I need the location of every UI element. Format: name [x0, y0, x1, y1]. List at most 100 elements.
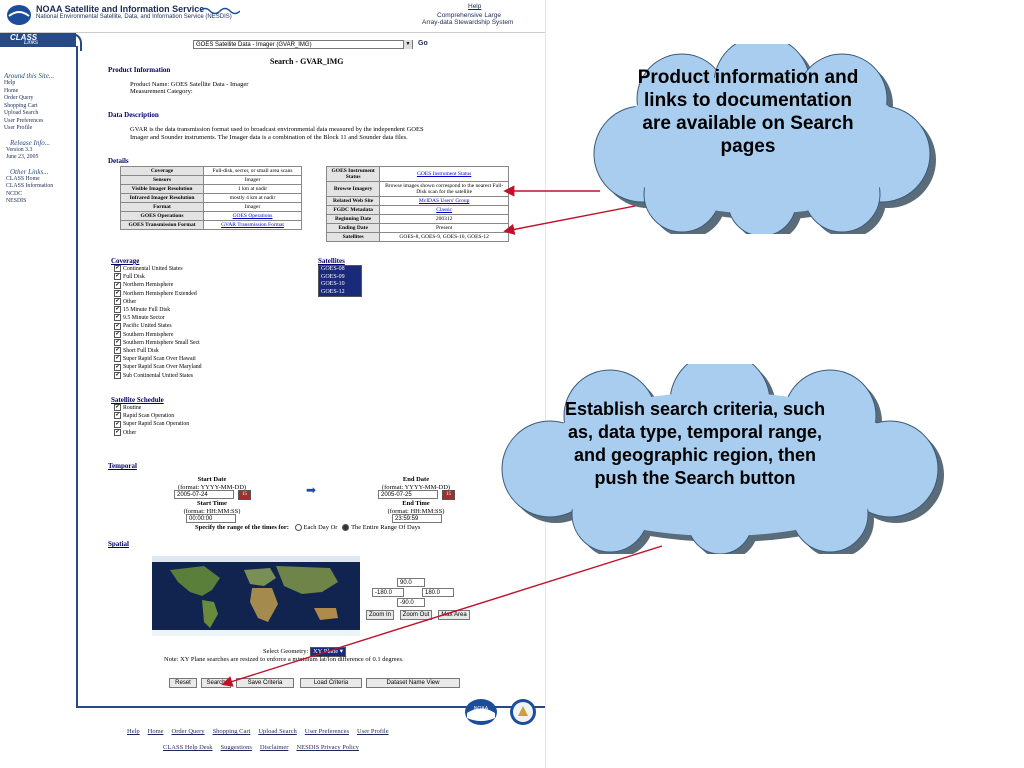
footer-link[interactable]: NESDIS Privacy Policy: [296, 744, 359, 751]
start-calendar-icon[interactable]: 15: [238, 490, 251, 500]
footer-link[interactable]: User Preferences: [304, 728, 349, 735]
schedule-checkbox[interactable]: ✔: [114, 404, 121, 412]
satellite-option[interactable]: GOES-09: [319, 273, 361, 281]
end-date-label: End Date: [402, 476, 430, 483]
sidebar-link-6[interactable]: User Profile: [4, 125, 33, 132]
details-label: Infrared Imager Resolution: [119, 193, 205, 203]
footer-link[interactable]: Shopping Cart: [212, 728, 251, 735]
south-input[interactable]: -90.0: [397, 598, 425, 607]
end-date-input[interactable]: 2005-07-25: [378, 490, 438, 499]
load-criteria-button[interactable]: Load Criteria: [300, 678, 362, 688]
start-time-label: Start Time: [197, 500, 227, 507]
satellite-option[interactable]: GOES-08: [319, 266, 361, 274]
start-date-label: Start Date: [197, 476, 227, 483]
satellite-option[interactable]: GOES-12: [319, 288, 361, 296]
start-date-block: Start Date (format: YYYY-MM-DD): [174, 476, 250, 492]
north-input[interactable]: 90.0: [397, 578, 425, 587]
commerce-seal-icon: [510, 699, 536, 725]
each-day-radio[interactable]: [294, 524, 302, 532]
details-link[interactable]: GOES Instrument Status: [379, 166, 509, 182]
footer-link[interactable]: Help: [127, 728, 140, 735]
sidebar-link-1[interactable]: Home: [4, 87, 19, 94]
footer-link[interactable]: Disclaimer: [259, 744, 289, 751]
sidebar-link-5[interactable]: User Preferences: [4, 117, 44, 124]
save-criteria-button[interactable]: Save Criteria: [236, 678, 294, 688]
satellite-option[interactable]: GOES-10: [319, 281, 361, 289]
coverage-checkbox[interactable]: ✔: [114, 265, 121, 273]
coverage-checkbox[interactable]: ✔: [114, 314, 121, 322]
search-button[interactable]: Search: [201, 678, 231, 688]
dataset-select-value: GOES Satellite Data - Imager (GVAR_IMG): [196, 42, 312, 48]
schedule-label: Other: [123, 429, 137, 436]
schedule-checkbox[interactable]: ✔: [114, 428, 121, 436]
sidebar-link-1[interactable]: CLASS Information: [6, 183, 54, 190]
callout-cloud-bottom: [501, 364, 944, 554]
class-label: CLASS: [10, 33, 38, 42]
zoom-out-button[interactable]: Zoom Out: [400, 610, 432, 620]
start-time-format: (format: HH:MM:SS): [183, 507, 241, 515]
dataset-name-view-button[interactable]: Dataset Name View: [366, 678, 460, 688]
details-link[interactable]: McIDAS Users' Group: [379, 196, 509, 206]
reset-button[interactable]: Reset: [169, 678, 197, 688]
end-time-format: (format: HH:MM:SS): [387, 507, 445, 515]
end-calendar-icon[interactable]: 15: [442, 490, 455, 500]
coverage-checkbox[interactable]: ✔: [114, 371, 121, 379]
coverage-checkbox[interactable]: ✔: [114, 363, 121, 371]
coverage-label: 15 Minute Full Disk: [123, 307, 171, 314]
schedule-item: ✔Routine: [114, 404, 189, 412]
coverage-checkbox[interactable]: ✔: [114, 347, 121, 355]
footer-link[interactable]: User Profile: [356, 728, 389, 735]
east-input[interactable]: 180.0: [422, 588, 454, 597]
temporal-heading: Temporal: [108, 462, 137, 470]
details-link[interactable]: GVAR Transmission Format: [203, 220, 302, 230]
dataset-select[interactable]: GOES Satellite Data - Imager (GVAR_IMG) …: [193, 40, 413, 49]
schedule-checkbox[interactable]: ✔: [114, 412, 121, 420]
noaa-logo-icon: NOAA: [465, 699, 497, 725]
footer-link[interactable]: Home: [147, 728, 164, 735]
details-link[interactable]: Classic: [379, 205, 509, 215]
details-label: GOES Transmission Format: [119, 220, 205, 230]
coverage-checkbox[interactable]: ✔: [114, 330, 121, 338]
coverage-checkbox[interactable]: ✔: [114, 322, 121, 330]
details-link[interactable]: GOES Operations: [203, 211, 302, 221]
zoom-in-button[interactable]: Zoom In: [366, 610, 394, 620]
coverage-checkbox[interactable]: ✔: [114, 281, 121, 289]
sidebar-link-3[interactable]: NESDIS: [6, 198, 27, 205]
footer-link[interactable]: Order Query: [171, 728, 205, 735]
sidebar-link-4[interactable]: Upload Search: [4, 110, 39, 117]
details-heading: Details: [108, 157, 129, 165]
max-area-button[interactable]: Max Area: [438, 610, 470, 620]
world-map[interactable]: [152, 556, 360, 636]
coverage-checkbox[interactable]: ✔: [114, 355, 121, 363]
entire-range-radio[interactable]: [342, 524, 350, 532]
go-button[interactable]: Go: [418, 40, 428, 47]
coverage-checkbox[interactable]: ✔: [114, 273, 121, 281]
footer-link[interactable]: CLASS Help Desk: [163, 744, 213, 751]
schedule-checkbox[interactable]: ✔: [114, 420, 121, 428]
sidebar-link-2[interactable]: Order Query: [4, 95, 34, 102]
sidebar-link-3[interactable]: Shopping Cart: [4, 102, 38, 109]
coverage-checkbox[interactable]: ✔: [114, 297, 121, 305]
end-time-input[interactable]: 23:59:59: [392, 514, 442, 523]
west-input[interactable]: -180.0: [372, 588, 404, 597]
coverage-checkbox[interactable]: ✔: [114, 339, 121, 346]
sidebar-link-2[interactable]: NCDC: [6, 190, 23, 197]
start-date-input[interactable]: 2005-07-24: [174, 490, 234, 499]
sidebar-other-head: Other Links...: [10, 167, 49, 176]
coverage-checkbox[interactable]: ✔: [114, 289, 121, 297]
header-help-link[interactable]: Help: [468, 3, 482, 10]
sidebar-link-0[interactable]: CLASS Home: [6, 175, 40, 182]
details-value: Browse images shown correspond to the ne…: [379, 181, 509, 197]
coverage-checkbox[interactable]: ✔: [114, 306, 121, 314]
start-time-input[interactable]: 00:00:00: [186, 514, 236, 523]
sidebar-link-0[interactable]: Help: [4, 80, 16, 86]
time-range-label: Specify the range of the times for:: [195, 524, 289, 531]
footer-link[interactable]: Suggestions: [220, 744, 252, 751]
footer-link[interactable]: Upload Search: [258, 728, 297, 735]
